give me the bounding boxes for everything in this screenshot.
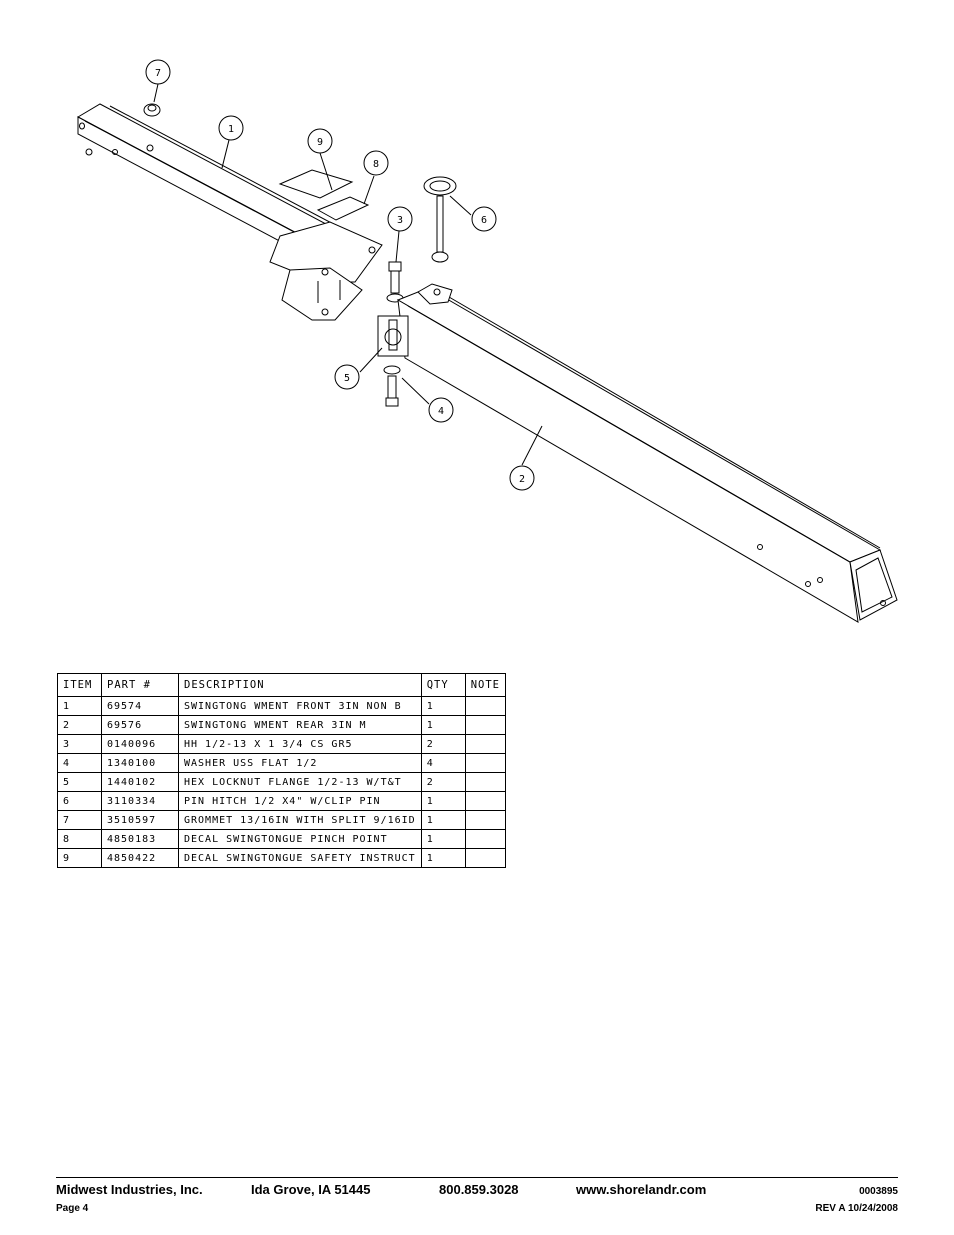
cell-item: 9 <box>57 848 102 868</box>
cell-description: WASHER USS FLAT 1/2 <box>178 753 422 773</box>
cell-item: 6 <box>57 791 102 811</box>
cell-description: SWINGTONG WMENT FRONT 3IN NON B <box>178 696 422 716</box>
decal-safety-instruct <box>278 169 354 199</box>
exploded-parts-drawing: 7 1 9 8 3 6 5 4 2 <box>76 59 898 623</box>
cell-item: 4 <box>57 753 102 773</box>
cell-description: DECAL SWINGTONGUE PINCH POINT <box>178 829 422 849</box>
cell-item: 1 <box>57 696 102 716</box>
front-tongue-weldment <box>76 103 383 321</box>
grommet <box>143 103 161 117</box>
svg-text:6: 6 <box>481 215 487 226</box>
cell-part: 4850183 <box>101 829 179 849</box>
callout-2: 2 <box>509 465 535 491</box>
cell-part: 1340100 <box>101 753 179 773</box>
header-part: PART # <box>101 673 179 697</box>
cell-note <box>464 715 506 735</box>
cell-part: 3110334 <box>101 791 179 811</box>
cell-note <box>464 810 506 830</box>
footer-phone: 800.859.3028 <box>439 1182 519 1197</box>
cell-qty: 2 <box>420 772 466 792</box>
callout-3: 3 <box>387 206 413 232</box>
cell-note <box>464 791 506 811</box>
callout-9: 9 <box>307 128 333 154</box>
callout-leaders <box>153 83 543 466</box>
cell-qty: 1 <box>420 829 466 849</box>
cell-item: 7 <box>57 810 102 830</box>
cell-part: 0140096 <box>101 734 179 754</box>
cell-item: 8 <box>57 829 102 849</box>
bolt-lower <box>385 375 399 407</box>
cell-qty: 4 <box>420 753 466 773</box>
bolt-upper <box>388 261 402 294</box>
footer-page: Page 4 <box>56 1203 89 1214</box>
cell-qty: 1 <box>420 791 466 811</box>
cell-item: 3 <box>57 734 102 754</box>
washer-lower <box>383 365 401 375</box>
svg-text:9: 9 <box>317 137 323 148</box>
header-note: NOTE <box>464 673 506 697</box>
footer-revision: REV A 10/24/2008 <box>815 1203 898 1214</box>
cell-note <box>464 753 506 773</box>
cell-note <box>464 829 506 849</box>
footer-location: Ida Grove, IA 51445 <box>251 1182 371 1197</box>
cell-qty: 1 <box>420 848 466 868</box>
cell-item: 2 <box>57 715 102 735</box>
svg-text:7: 7 <box>155 68 161 79</box>
cell-description: GROMMET 13/16IN WITH SPLIT 9/16ID <box>178 810 422 830</box>
callout-4: 4 <box>428 397 454 423</box>
cell-description: HEX LOCKNUT FLANGE 1/2-13 W/T&T <box>178 772 422 792</box>
cell-qty: 1 <box>420 696 466 716</box>
cell-qty: 1 <box>420 715 466 735</box>
header-item: ITEM <box>57 673 102 697</box>
cell-part: 1440102 <box>101 772 179 792</box>
cell-description: HH 1/2-13 X 1 3/4 CS GR5 <box>178 734 422 754</box>
svg-text:1: 1 <box>228 124 234 135</box>
cell-part: 3510597 <box>101 810 179 830</box>
hitch-pin <box>423 176 457 263</box>
cell-description: PIN HITCH 1/2 X4" W/CLIP PIN <box>178 791 422 811</box>
footer-doc-number: 0003895 <box>859 1186 898 1197</box>
decal-pinch-point <box>316 196 370 221</box>
svg-text:3: 3 <box>397 215 403 226</box>
rear-tongue-weldment <box>377 283 898 623</box>
cell-item: 5 <box>57 772 102 792</box>
header-description: DESCRIPTION <box>178 673 422 697</box>
callout-6: 6 <box>471 206 497 232</box>
svg-text:5: 5 <box>344 373 350 384</box>
svg-text:8: 8 <box>373 159 379 170</box>
cell-qty: 2 <box>420 734 466 754</box>
cell-note <box>464 848 506 868</box>
cell-qty: 1 <box>420 810 466 830</box>
cell-description: SWINGTONG WMENT REAR 3IN M <box>178 715 422 735</box>
cell-note <box>464 734 506 754</box>
footer-divider <box>56 1177 898 1178</box>
callout-7: 7 <box>145 59 171 85</box>
parts-table-header: ITEM PART # DESCRIPTION QTY NOTE <box>57 673 506 697</box>
callout-5: 5 <box>334 364 360 390</box>
cell-part: 69574 <box>101 696 179 716</box>
cell-description: DECAL SWINGTONGUE SAFETY INSTRUCT <box>178 848 422 868</box>
svg-text:2: 2 <box>519 474 525 485</box>
callout-8: 8 <box>363 150 389 176</box>
svg-text:4: 4 <box>438 406 444 417</box>
cell-part: 4850422 <box>101 848 179 868</box>
cell-note <box>464 772 506 792</box>
cell-note <box>464 696 506 716</box>
callout-1: 1 <box>218 115 244 141</box>
header-qty: QTY <box>420 673 466 697</box>
cell-part: 69576 <box>101 715 179 735</box>
footer-website: www.shorelandr.com <box>576 1182 707 1197</box>
footer-company: Midwest Industries, Inc. <box>56 1182 203 1197</box>
